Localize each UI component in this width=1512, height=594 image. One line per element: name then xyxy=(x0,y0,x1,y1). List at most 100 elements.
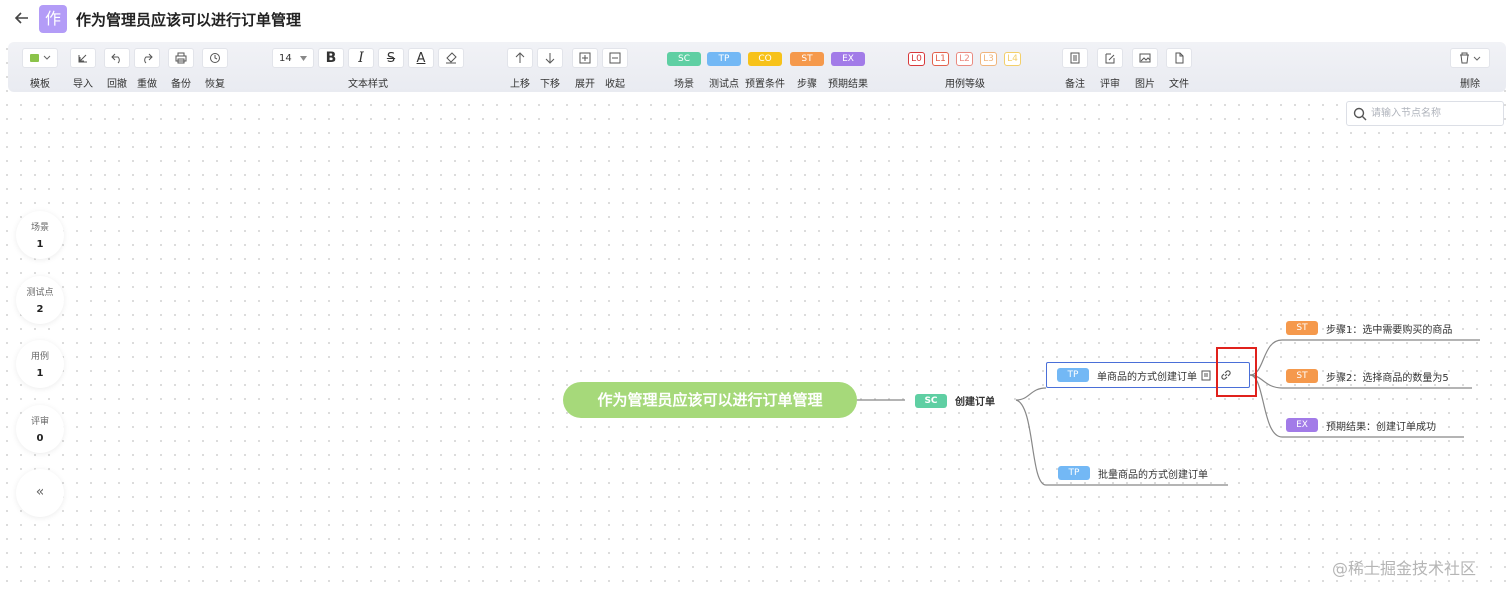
tag-st-label: 步骤 xyxy=(797,79,817,90)
trash-icon xyxy=(1460,52,1481,64)
italic-button[interactable]: I xyxy=(348,48,374,68)
tp2-tag: TP xyxy=(1058,466,1090,480)
template-icon xyxy=(30,54,51,62)
undo-icon xyxy=(111,53,120,64)
step-node-2[interactable]: ST 步骤2：选择商品的数量为5 xyxy=(1286,367,1449,385)
tag-ex-button[interactable]: EX xyxy=(831,52,865,66)
file-button[interactable] xyxy=(1166,48,1192,68)
mindmap-root-node[interactable]: 作为管理员应该可以进行订单管理 xyxy=(563,382,857,418)
stat-review-value: 0 xyxy=(36,433,44,444)
scene-text: 创建订单 xyxy=(955,397,995,408)
restore-icon xyxy=(210,53,220,63)
text-style-label: 文本样式 xyxy=(348,79,388,90)
delete-button[interactable] xyxy=(1450,48,1490,68)
printer-icon xyxy=(175,52,187,64)
step2-tag: ST xyxy=(1286,369,1318,383)
image-icon xyxy=(1139,53,1151,63)
collapse-button[interactable] xyxy=(602,48,628,68)
stat-scene-value: 1 xyxy=(36,239,44,250)
font-color-button[interactable]: A xyxy=(408,48,434,68)
restore-button[interactable] xyxy=(202,48,228,68)
review-button[interactable] xyxy=(1097,48,1123,68)
strikethrough-button[interactable]: S xyxy=(378,48,404,68)
image-label: 图片 xyxy=(1135,79,1155,90)
watermark: @稀土掘金技术社区 xyxy=(1332,559,1477,578)
tag-co-label: 预置条件 xyxy=(745,79,785,90)
tag-co-button[interactable]: CO xyxy=(748,52,782,66)
note-button[interactable] xyxy=(1062,48,1088,68)
arrow-down-icon xyxy=(545,53,555,64)
template-label: 模板 xyxy=(30,79,50,90)
font-size-select[interactable]: 14 xyxy=(272,48,314,68)
tag-tp-button[interactable]: TP xyxy=(707,52,741,66)
template-button[interactable] xyxy=(22,48,58,68)
bold-button[interactable]: B xyxy=(318,48,344,68)
test-point-node-batch[interactable]: TP 批量商品的方式创建订单 xyxy=(1050,464,1216,482)
undo-button[interactable] xyxy=(104,48,130,68)
level-l0-button[interactable]: L0 xyxy=(908,52,925,66)
stat-review-label: 评审 xyxy=(30,417,49,427)
tp1-text: 单商品的方式创建订单 xyxy=(1097,371,1197,383)
stat-case-label: 用例 xyxy=(30,352,49,362)
search-icon xyxy=(1353,107,1367,121)
stat-test-point-label: 测试点 xyxy=(26,288,54,298)
move-up-button[interactable] xyxy=(507,48,533,68)
stat-review: 评审 0 xyxy=(16,405,64,453)
expected-result-node[interactable]: EX 预期结果：创建订单成功 xyxy=(1286,416,1436,434)
import-label: 导入 xyxy=(73,79,93,90)
expand-label: 展开 xyxy=(575,79,595,90)
minus-square-icon xyxy=(609,52,621,64)
redo-icon xyxy=(144,53,153,64)
import-icon xyxy=(78,54,87,63)
image-button[interactable] xyxy=(1132,48,1158,68)
node-search xyxy=(1346,101,1504,126)
stat-test-point-value: 2 xyxy=(36,304,44,315)
scene-tag: SC xyxy=(915,393,947,408)
tag-sc-label: 场景 xyxy=(674,79,694,90)
link-icon[interactable] xyxy=(1220,369,1232,381)
move-up-label: 上移 xyxy=(510,79,530,90)
import-button[interactable] xyxy=(70,48,96,68)
edit-icon xyxy=(1105,53,1115,64)
file-icon xyxy=(1175,52,1184,64)
tag-sc-button[interactable]: SC xyxy=(667,52,701,66)
tag-st-button[interactable]: ST xyxy=(790,52,824,66)
stat-case-value: 1 xyxy=(36,368,44,379)
redo-button[interactable] xyxy=(134,48,160,68)
level-l1-button[interactable]: L1 xyxy=(932,52,949,66)
stat-test-point: 测试点 2 xyxy=(16,276,64,324)
step1-tag: ST xyxy=(1286,321,1318,335)
highlighter-icon xyxy=(446,52,457,64)
expect-tag: EX xyxy=(1286,418,1318,432)
tag-ex-label: 预期结果 xyxy=(828,79,868,90)
note-icon[interactable] xyxy=(1201,370,1212,381)
step-node-1[interactable]: ST 步骤1：选中需要购买的商品 xyxy=(1286,319,1452,337)
back-arrow-icon[interactable] xyxy=(12,8,32,28)
file-label: 文件 xyxy=(1169,79,1189,90)
level-l2-button[interactable]: L2 xyxy=(956,52,973,66)
annotation-highlight-box xyxy=(1216,347,1257,397)
level-l3-button[interactable]: L3 xyxy=(980,52,997,66)
note-label: 备注 xyxy=(1065,79,1085,90)
tag-tp-label: 测试点 xyxy=(709,79,739,90)
toolbar: 模板 导入 回撤 重做 备份 恢复 14 B I S A 文本样式 上移 下移 … xyxy=(8,42,1506,92)
backup-label: 备份 xyxy=(171,79,191,90)
level-l4-button[interactable]: L4 xyxy=(1004,52,1021,66)
stat-case: 用例 1 xyxy=(16,340,64,388)
search-input[interactable] xyxy=(1371,105,1499,122)
highlight-button[interactable] xyxy=(438,48,464,68)
collapse-panel-button[interactable]: « xyxy=(16,469,64,517)
chevron-down-icon xyxy=(300,55,307,61)
move-down-button[interactable] xyxy=(537,48,563,68)
undo-label: 回撤 xyxy=(107,79,127,90)
scene-node[interactable]: SC 创建订单 xyxy=(905,391,1005,410)
tp2-text: 批量商品的方式创建订单 xyxy=(1098,469,1208,481)
level-label: 用例等级 xyxy=(945,79,985,90)
expand-button[interactable] xyxy=(572,48,598,68)
restore-label: 恢复 xyxy=(205,79,225,90)
delete-label: 删除 xyxy=(1460,79,1480,90)
collapse-label: 收起 xyxy=(605,79,625,90)
stat-scene-label: 场景 xyxy=(30,223,49,233)
backup-button[interactable] xyxy=(168,48,194,68)
